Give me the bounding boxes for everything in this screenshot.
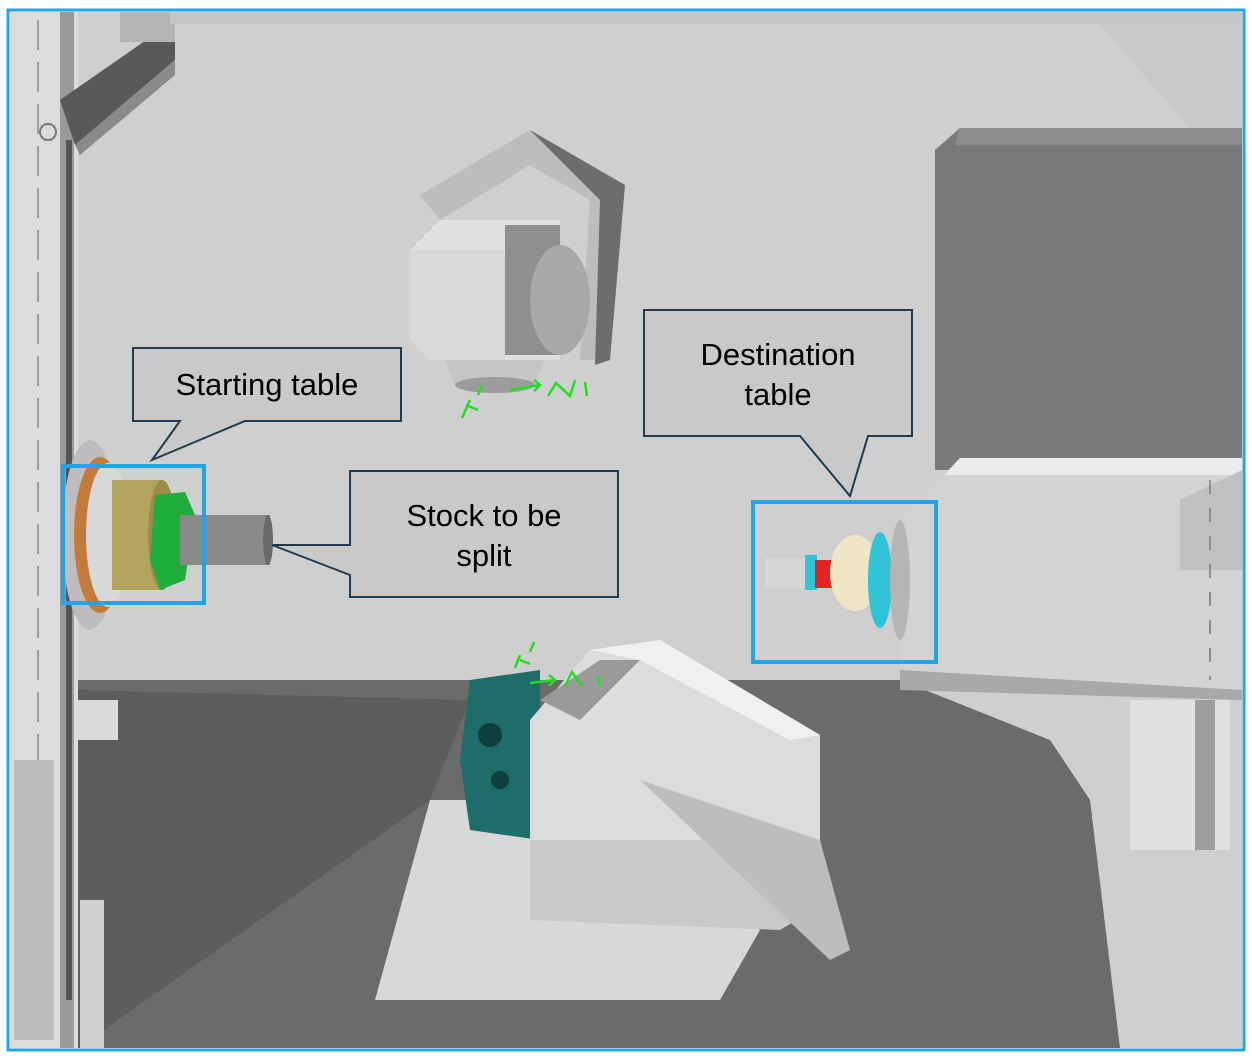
callout-starting-table: Starting table — [132, 347, 402, 463]
starting-table-highlight — [61, 464, 206, 605]
callout-destination-text-line2: table — [744, 377, 811, 412]
axis-triad-icon — [460, 379, 589, 419]
destination-chuck — [765, 520, 910, 640]
axis-triad-icon-turret — [513, 641, 602, 687]
callout-stock-text-line1: Stock to be — [406, 498, 561, 533]
image-frame — [6, 8, 1246, 1052]
starting-chuck — [62, 440, 273, 630]
upper-bracket — [60, 12, 175, 155]
destination-table-highlight — [751, 500, 938, 664]
spindle-head — [410, 130, 625, 393]
callout-stock: Stock to be split — [271, 470, 619, 598]
right-housing — [900, 128, 1242, 850]
top-shelf-corner — [1100, 24, 1242, 140]
callout-stock-text-line2: split — [456, 538, 512, 573]
top-shelf — [170, 12, 1242, 24]
callout-destination-text-line1: Destination — [700, 337, 855, 372]
callout-destination-table: Destination table — [643, 309, 913, 499]
floor-shadow — [78, 690, 470, 1048]
turret-carrier — [375, 640, 850, 1000]
callout-starting-table-text: Starting table — [176, 367, 359, 402]
